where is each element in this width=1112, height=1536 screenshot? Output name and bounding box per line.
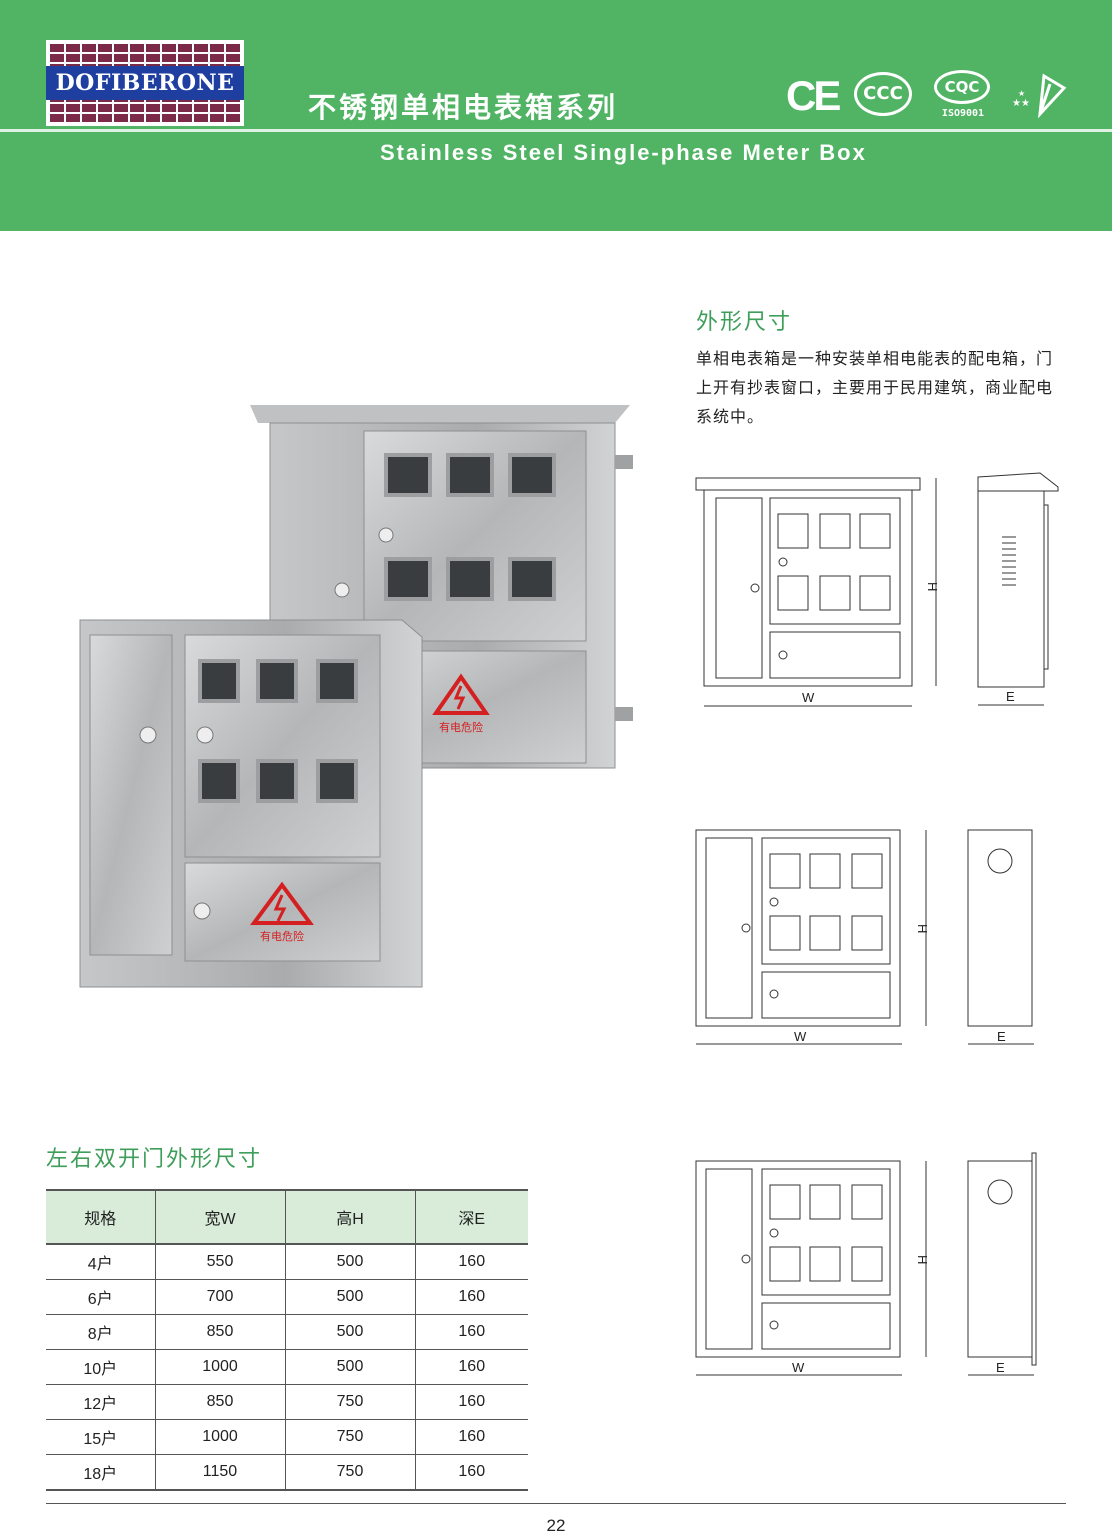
table-header-row: 规格 宽W 高H 深E xyxy=(46,1189,528,1245)
cell-width: 1000 xyxy=(155,1349,286,1385)
dim-w-label-3: W xyxy=(792,1360,805,1375)
product-photo: 有电危险 有电危险 xyxy=(79,405,633,988)
cell-depth: 160 xyxy=(415,1279,528,1315)
cell-width: 1150 xyxy=(155,1454,286,1491)
title-chinese: 不锈钢单相电表箱系列 xyxy=(308,91,619,124)
cell-width: 1000 xyxy=(155,1419,286,1455)
cell-depth: 160 xyxy=(415,1349,528,1385)
certification-star-icon: ★★ ★ xyxy=(1012,73,1067,119)
cell-height: 500 xyxy=(285,1244,416,1280)
cell-width: 700 xyxy=(155,1279,286,1315)
drawing-1-side: E xyxy=(977,472,1059,706)
cell-spec: 18户 xyxy=(46,1454,156,1491)
cell-width: 850 xyxy=(155,1384,286,1420)
cell-depth: 160 xyxy=(415,1384,528,1420)
cell-width: 550 xyxy=(155,1244,286,1280)
warning-sign-back: 有电危险 xyxy=(432,673,490,734)
svg-text:★: ★ xyxy=(1018,89,1025,98)
iso-label: ISO9001 xyxy=(941,108,985,119)
drawing-2-side: E xyxy=(967,829,1034,1045)
cell-depth: 160 xyxy=(415,1244,528,1280)
cell-depth: 160 xyxy=(415,1314,528,1350)
dim-h-label-1: H xyxy=(925,582,940,591)
dim-h-label-2: H xyxy=(915,924,930,933)
cqc-mark-icon: CQC xyxy=(934,70,990,104)
cell-spec: 8户 xyxy=(46,1314,156,1350)
front-meter-box: 有电危险 有电危险 xyxy=(79,619,490,988)
warning-label-front: 有电危险 xyxy=(260,929,304,943)
cell-spec: 12户 xyxy=(46,1384,156,1420)
brand-logo: DOFIBERONE xyxy=(46,40,244,126)
cell-height: 750 xyxy=(285,1384,416,1420)
warning-sign: 有电危险 xyxy=(250,881,314,943)
ce-mark-icon: CE xyxy=(786,72,841,119)
page-header: DOFIBERONE 不锈钢单相电表箱系列 Stainless Steel Si… xyxy=(0,0,1112,231)
dimensions-title: 外形尺寸 xyxy=(696,310,793,335)
title-english: Stainless Steel Single-phase Meter Box xyxy=(380,140,867,165)
drawing-3-side: E xyxy=(967,1152,1037,1376)
cell-height: 750 xyxy=(285,1419,416,1455)
col-depth: 深E xyxy=(415,1189,528,1245)
cell-height: 500 xyxy=(285,1279,416,1315)
drawing-2-front: H W xyxy=(695,829,930,1045)
cell-spec: 4户 xyxy=(46,1244,156,1280)
page-number: 22 xyxy=(546,1516,566,1535)
drawing-1-front: H W xyxy=(695,477,940,707)
header-divider xyxy=(0,129,1112,132)
table-title: 左右双开门外形尺寸 xyxy=(46,1147,263,1172)
dim-w-label-2: W xyxy=(794,1029,807,1044)
dim-w-label-1: W xyxy=(802,690,815,705)
col-width: 宽W xyxy=(155,1189,286,1245)
dimensions-description: 单相电表箱是一种安装单相电能表的配电箱，门上开有抄表窗口，主要用于民用建筑，商业… xyxy=(696,349,1054,426)
svg-text:★★: ★★ xyxy=(1012,98,1030,109)
footer-divider xyxy=(46,1503,1066,1504)
cell-spec: 10户 xyxy=(46,1349,156,1385)
brand-name: DOFIBERONE xyxy=(46,66,244,100)
col-spec: 规格 xyxy=(46,1189,156,1245)
warning-label-back: 有电危险 xyxy=(439,720,483,734)
drawing-3-front: H W xyxy=(695,1160,930,1376)
cell-height: 750 xyxy=(285,1454,416,1491)
cell-depth: 160 xyxy=(415,1419,528,1455)
cell-height: 500 xyxy=(285,1349,416,1385)
dim-e-label-1: E xyxy=(1006,689,1015,704)
dim-e-label-3: E xyxy=(996,1360,1005,1375)
cell-depth: 160 xyxy=(415,1454,528,1491)
ccc-mark-icon: CCC xyxy=(854,72,912,116)
cell-spec: 15户 xyxy=(46,1419,156,1455)
dim-h-label-3: H xyxy=(915,1255,930,1264)
cell-spec: 6户 xyxy=(46,1279,156,1315)
cell-height: 500 xyxy=(285,1314,416,1350)
dim-e-label-2: E xyxy=(997,1029,1006,1044)
col-height: 高H xyxy=(285,1189,416,1245)
cell-width: 850 xyxy=(155,1314,286,1350)
